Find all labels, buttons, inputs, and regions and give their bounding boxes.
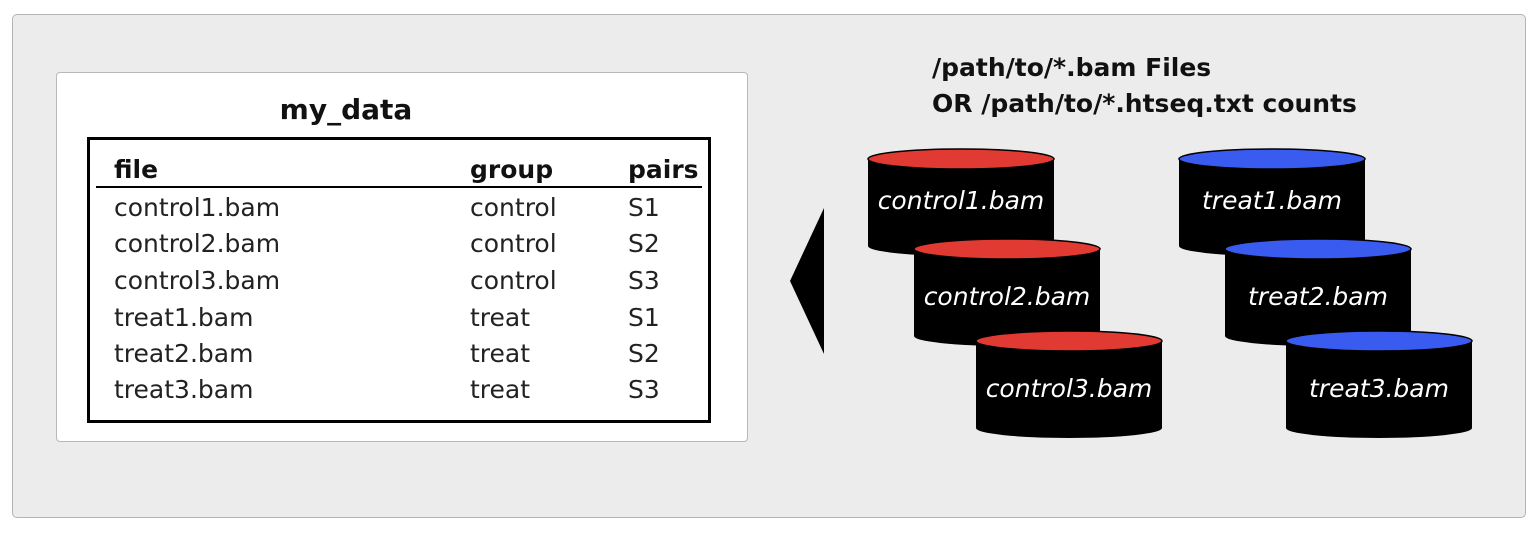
cell-pairs: S2	[628, 339, 660, 368]
file-label: control3.bam	[985, 374, 1153, 403]
cylinder-shape	[975, 330, 1163, 438]
cell-group: control	[470, 193, 557, 222]
header-rule	[96, 186, 702, 188]
cylinder-body	[976, 341, 1162, 438]
database-icon: control1.bam	[866, 148, 1056, 258]
cylinder-cap	[1285, 330, 1473, 352]
cylinder-body	[868, 159, 1054, 256]
cell-pairs: S1	[628, 193, 660, 222]
cell-file: control2.bam	[114, 229, 281, 258]
cylinder-cap	[975, 330, 1163, 352]
cylinder-body	[1286, 341, 1472, 438]
file-label: treat1.bam	[1202, 186, 1342, 215]
cylinder-cap	[1178, 148, 1366, 170]
data-table	[87, 137, 711, 423]
cylinder-shape	[1224, 238, 1412, 346]
database-icon: treat2.bam	[1223, 238, 1413, 348]
file-label: treat3.bam	[1309, 374, 1449, 403]
database-icon: treat1.bam	[1177, 148, 1367, 258]
cylinder-shape	[867, 148, 1055, 256]
cell-file: control1.bam	[114, 193, 281, 222]
cylinder-cap	[1224, 238, 1412, 260]
cell-pairs: S3	[628, 375, 660, 404]
cell-pairs: S3	[628, 266, 660, 295]
database-icon: treat3.bam	[1284, 330, 1474, 440]
cell-file: treat1.bam	[114, 303, 254, 332]
file-label: control2.bam	[923, 282, 1091, 311]
column-header-group: group	[470, 155, 554, 184]
arrow-left-icon	[790, 208, 824, 354]
cylinder-cap	[913, 238, 1101, 260]
file-label: control1.bam	[877, 186, 1045, 215]
cell-pairs: S2	[628, 229, 660, 258]
cylinder-body	[914, 249, 1100, 346]
files-heading: /path/to/*.bam Files OR /path/to/*.htseq…	[932, 50, 1357, 122]
files-heading-line2: OR /path/to/*.htseq.txt counts	[932, 89, 1357, 118]
cell-group: treat	[470, 303, 531, 332]
cell-group: control	[470, 266, 557, 295]
cell-file: treat3.bam	[114, 375, 254, 404]
cylinder-shape	[1178, 148, 1366, 256]
cylinder-body	[1225, 249, 1411, 346]
cell-pairs: S1	[628, 303, 660, 332]
files-heading-line1: /path/to/*.bam Files	[932, 53, 1212, 82]
cell-group: treat	[470, 339, 531, 368]
cell-group: control	[470, 229, 557, 258]
cell-file: treat2.bam	[114, 339, 254, 368]
cell-file: control3.bam	[114, 266, 281, 295]
cylinder-body	[1179, 159, 1365, 256]
cylinder-cap	[867, 148, 1055, 170]
cell-group: treat	[470, 375, 531, 404]
database-icon: control3.bam	[974, 330, 1164, 440]
cylinder-shape	[1285, 330, 1473, 438]
column-header-file: file	[114, 155, 159, 184]
column-header-pairs: pairs	[628, 155, 699, 184]
table-title: my_data	[279, 93, 413, 126]
file-label: treat2.bam	[1248, 282, 1388, 311]
cylinder-shape	[913, 238, 1101, 346]
database-icon: control2.bam	[912, 238, 1102, 348]
